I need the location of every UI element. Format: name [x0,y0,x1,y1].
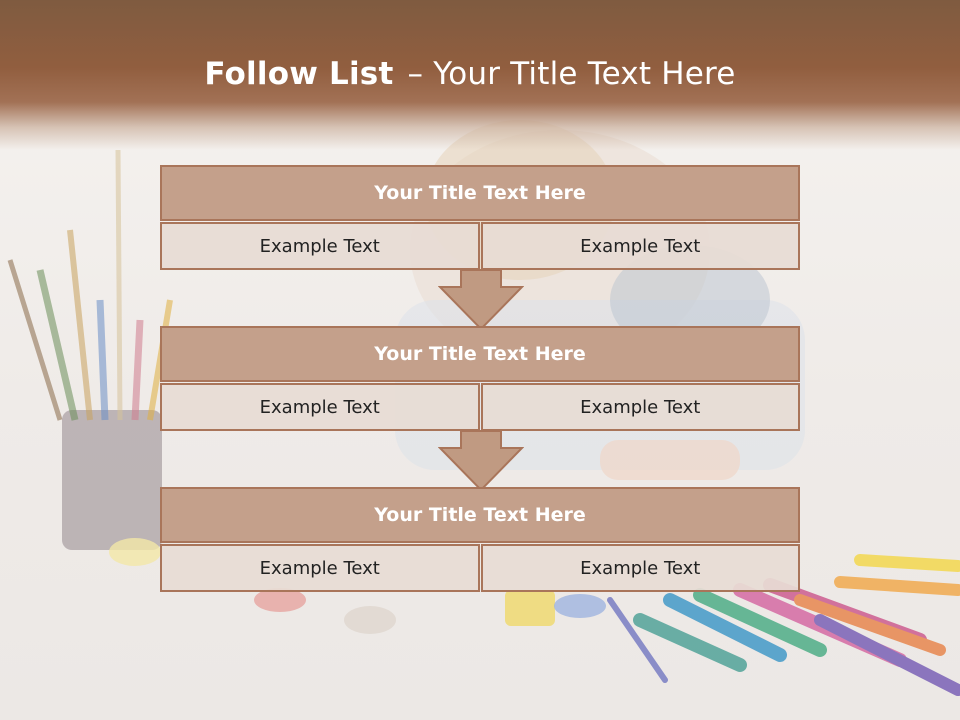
step-3-row: Example Text Example Text [160,544,800,592]
step-2-left-text[interactable]: Example Text [160,383,480,431]
title-bold: Follow List [204,56,394,92]
step-3-left-text[interactable]: Example Text [160,544,480,592]
step-3-right-text[interactable]: Example Text [480,544,800,592]
title-dash: – [407,56,424,92]
step-2-row: Example Text Example Text [160,383,800,431]
step-1-title[interactable]: Your Title Text Here [160,165,800,221]
down-arrow-icon [438,269,524,331]
follow-step-1: Your Title Text Here Example Text Exampl… [160,165,800,270]
follow-step-3: Your Title Text Here Example Text Exampl… [160,487,800,592]
title-banner [0,0,960,150]
step-1-row: Example Text Example Text [160,222,800,270]
step-2-right-text[interactable]: Example Text [480,383,800,431]
step-3-title[interactable]: Your Title Text Here [160,487,800,543]
step-1-right-text[interactable]: Example Text [480,222,800,270]
follow-step-2: Your Title Text Here Example Text Exampl… [160,326,800,431]
down-arrow-icon [438,430,524,492]
slide-title: Follow List–Your Title Text Here [0,56,940,92]
step-2-title[interactable]: Your Title Text Here [160,326,800,382]
step-1-left-text[interactable]: Example Text [160,222,480,270]
title-rest: Your Title Text Here [433,56,736,92]
